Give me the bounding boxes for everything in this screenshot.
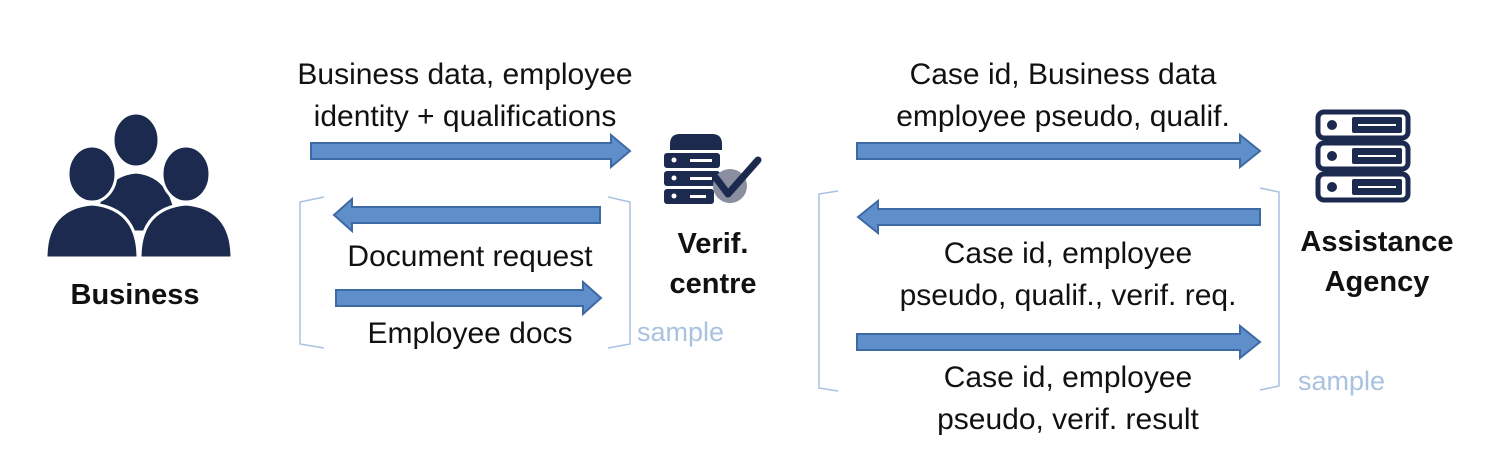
assistance-agency-label-line2: Agency xyxy=(1324,266,1430,298)
business-to-verif-line2: identity + qualifications xyxy=(313,100,617,133)
bracket-right-open xyxy=(818,190,839,392)
arrow-employee-docs xyxy=(335,279,603,317)
server-check-icon xyxy=(664,134,762,204)
verif-centre-label-line2: centre xyxy=(669,268,757,300)
verif-centre-label-line1: Verif. xyxy=(677,228,749,260)
assistance-agency-label-line1: Assistance xyxy=(1300,226,1454,258)
verif-centre-label: Verif. centre xyxy=(643,224,783,304)
business-to-verif-label: Business data, employee identity + quali… xyxy=(270,54,660,138)
agency-request-label: Case id, employee pseudo, qualif., verif… xyxy=(858,233,1278,317)
bracket-right-close xyxy=(1259,187,1280,391)
arrow-business-to-verif xyxy=(310,132,632,170)
arrow-verif-to-agency xyxy=(856,132,1262,170)
sample-label-left: sample xyxy=(637,317,725,347)
employee-docs-label: Employee docs xyxy=(367,317,573,350)
arrow-agency-request xyxy=(856,198,1261,236)
bracket-left-open xyxy=(299,196,325,349)
verif-to-agency-line1: Case id, Business data xyxy=(909,58,1217,91)
document-request-label: Document request xyxy=(347,240,593,273)
assistance-agency-label: Assistance Agency xyxy=(1287,222,1467,302)
verif-result-line2: pseudo, verif. result xyxy=(937,403,1199,436)
agency-request-line2: pseudo, qualif., verif. req. xyxy=(899,279,1237,312)
verif-to-agency-line2: employee pseudo, qualif. xyxy=(896,100,1230,133)
sample-label-right: sample xyxy=(1298,366,1386,396)
business-to-verif-line1: Business data, employee xyxy=(297,58,633,91)
agency-request-line1: Case id, employee xyxy=(943,237,1193,270)
verif-to-agency-label: Case id, Business data employee pseudo, … xyxy=(858,54,1268,138)
arrow-verif-result xyxy=(856,323,1262,361)
verif-result-label: Case id, employee pseudo, verif. result xyxy=(858,357,1278,441)
people-group-icon xyxy=(44,111,234,260)
business-label: Business xyxy=(70,279,200,311)
server-icon xyxy=(1315,109,1411,203)
bracket-left-close xyxy=(607,196,631,349)
verif-result-line1: Case id, employee xyxy=(943,361,1193,394)
arrow-document-request xyxy=(332,196,601,234)
